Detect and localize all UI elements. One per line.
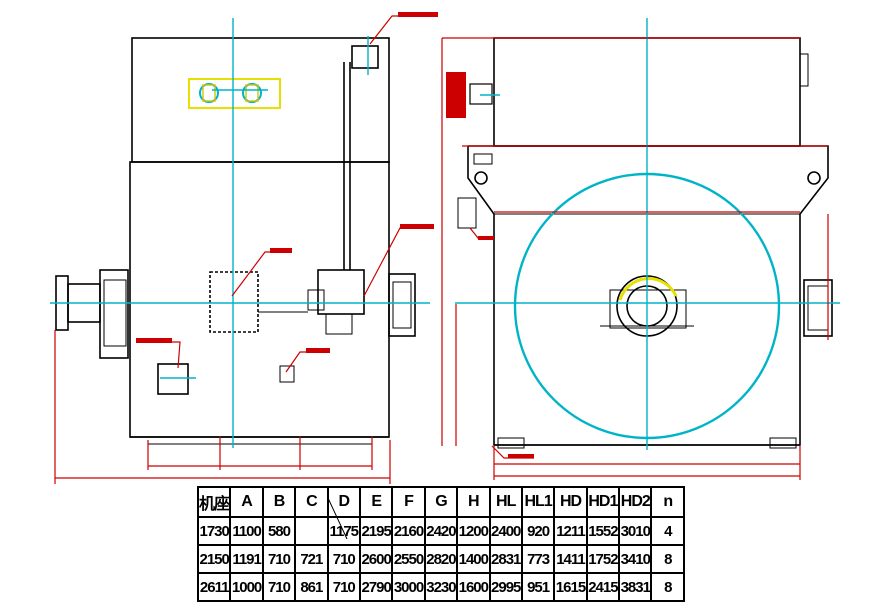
table-cell bbox=[294, 516, 329, 546]
table-cell: 2550 bbox=[391, 544, 426, 574]
table-cell: 1211 bbox=[553, 516, 588, 546]
table-cell: 920 bbox=[520, 516, 556, 546]
table-cell: 710 bbox=[326, 544, 361, 574]
side-view-centerlines bbox=[50, 18, 430, 448]
cooler-fittings bbox=[188, 78, 281, 109]
column-header: HL bbox=[488, 486, 523, 518]
column-header: F bbox=[391, 486, 426, 518]
table-cell: 710 bbox=[261, 572, 297, 602]
column-header: n bbox=[650, 486, 685, 518]
table-cell: 580 bbox=[261, 516, 297, 546]
table-cell: 1000 bbox=[229, 572, 264, 602]
table-cell: 773 bbox=[520, 544, 556, 574]
front-view-dimension-ticks bbox=[446, 72, 534, 458]
column-header: HD bbox=[553, 486, 588, 518]
column-header: A bbox=[229, 486, 264, 518]
dimension-table: 机座号ABCDEFGHHLHL1HDHD1HD2n173011005801175… bbox=[196, 486, 685, 602]
table-cell: 1400 bbox=[456, 544, 491, 574]
table-cell: 2600 bbox=[358, 544, 394, 574]
table-cell: 3410 bbox=[618, 544, 653, 574]
table-cell: 710 bbox=[261, 544, 297, 574]
table-cell: 1191 bbox=[229, 544, 264, 574]
table-cell: 2790 bbox=[358, 572, 394, 602]
front-view-centerlines bbox=[455, 18, 840, 450]
table-cell: 3831 bbox=[618, 572, 653, 602]
table-cell: 1600 bbox=[456, 572, 491, 602]
table-cell: 2995 bbox=[488, 572, 523, 602]
table-cell: 2415 bbox=[585, 572, 621, 602]
column-header: HL1 bbox=[520, 486, 556, 518]
column-header: E bbox=[358, 486, 394, 518]
table-cell: 861 bbox=[294, 572, 329, 602]
table-cell: 2420 bbox=[423, 516, 459, 546]
table-cell: 2820 bbox=[423, 544, 459, 574]
side-view-dimension-ticks bbox=[136, 12, 438, 353]
column-header: HD2 bbox=[618, 486, 653, 518]
table-cell: 3010 bbox=[618, 516, 653, 546]
table-cell: 2831 bbox=[488, 544, 523, 574]
table-cell: 1730 bbox=[196, 516, 232, 546]
table-cell: 4 bbox=[650, 516, 685, 546]
table-cell: 1175 bbox=[326, 516, 361, 546]
column-header: B bbox=[261, 486, 297, 518]
column-header: 机座号 bbox=[196, 486, 232, 518]
front-view bbox=[457, 37, 833, 449]
table-cell: 3000 bbox=[391, 572, 426, 602]
table-cell: 2195 bbox=[358, 516, 394, 546]
table-header-row: 机座号ABCDEFGHHLHL1HDHD1HD2n bbox=[196, 486, 685, 518]
table-cell: 2160 bbox=[391, 516, 426, 546]
table-cell: 1552 bbox=[585, 516, 621, 546]
side-view bbox=[55, 37, 416, 445]
table-cell: 1100 bbox=[229, 516, 264, 546]
table-cell: 1411 bbox=[553, 544, 588, 574]
front-view-dimensions bbox=[441, 37, 829, 480]
column-header: C bbox=[294, 486, 329, 518]
table-cell: 8 bbox=[650, 544, 685, 574]
table-cell: 1615 bbox=[553, 572, 588, 602]
column-header: D bbox=[326, 486, 361, 518]
table-cell: 1200 bbox=[456, 516, 491, 546]
table-cell: 710 bbox=[326, 572, 361, 602]
table-cell: 2150 bbox=[196, 544, 232, 574]
table-cell: 721 bbox=[294, 544, 329, 574]
table-cell: 1752 bbox=[585, 544, 621, 574]
table-cell: 2400 bbox=[488, 516, 523, 546]
table-cell: 2611 bbox=[196, 572, 232, 602]
column-header: HD1 bbox=[585, 486, 621, 518]
column-header: G bbox=[423, 486, 459, 518]
table-cell: 951 bbox=[520, 572, 556, 602]
table-cell: 3230 bbox=[423, 572, 459, 602]
column-header: H bbox=[456, 486, 491, 518]
dimension-table-body: 机座号ABCDEFGHHLHL1HDHD1HD2n173011005801175… bbox=[196, 486, 685, 602]
table-cell: 8 bbox=[650, 572, 685, 602]
